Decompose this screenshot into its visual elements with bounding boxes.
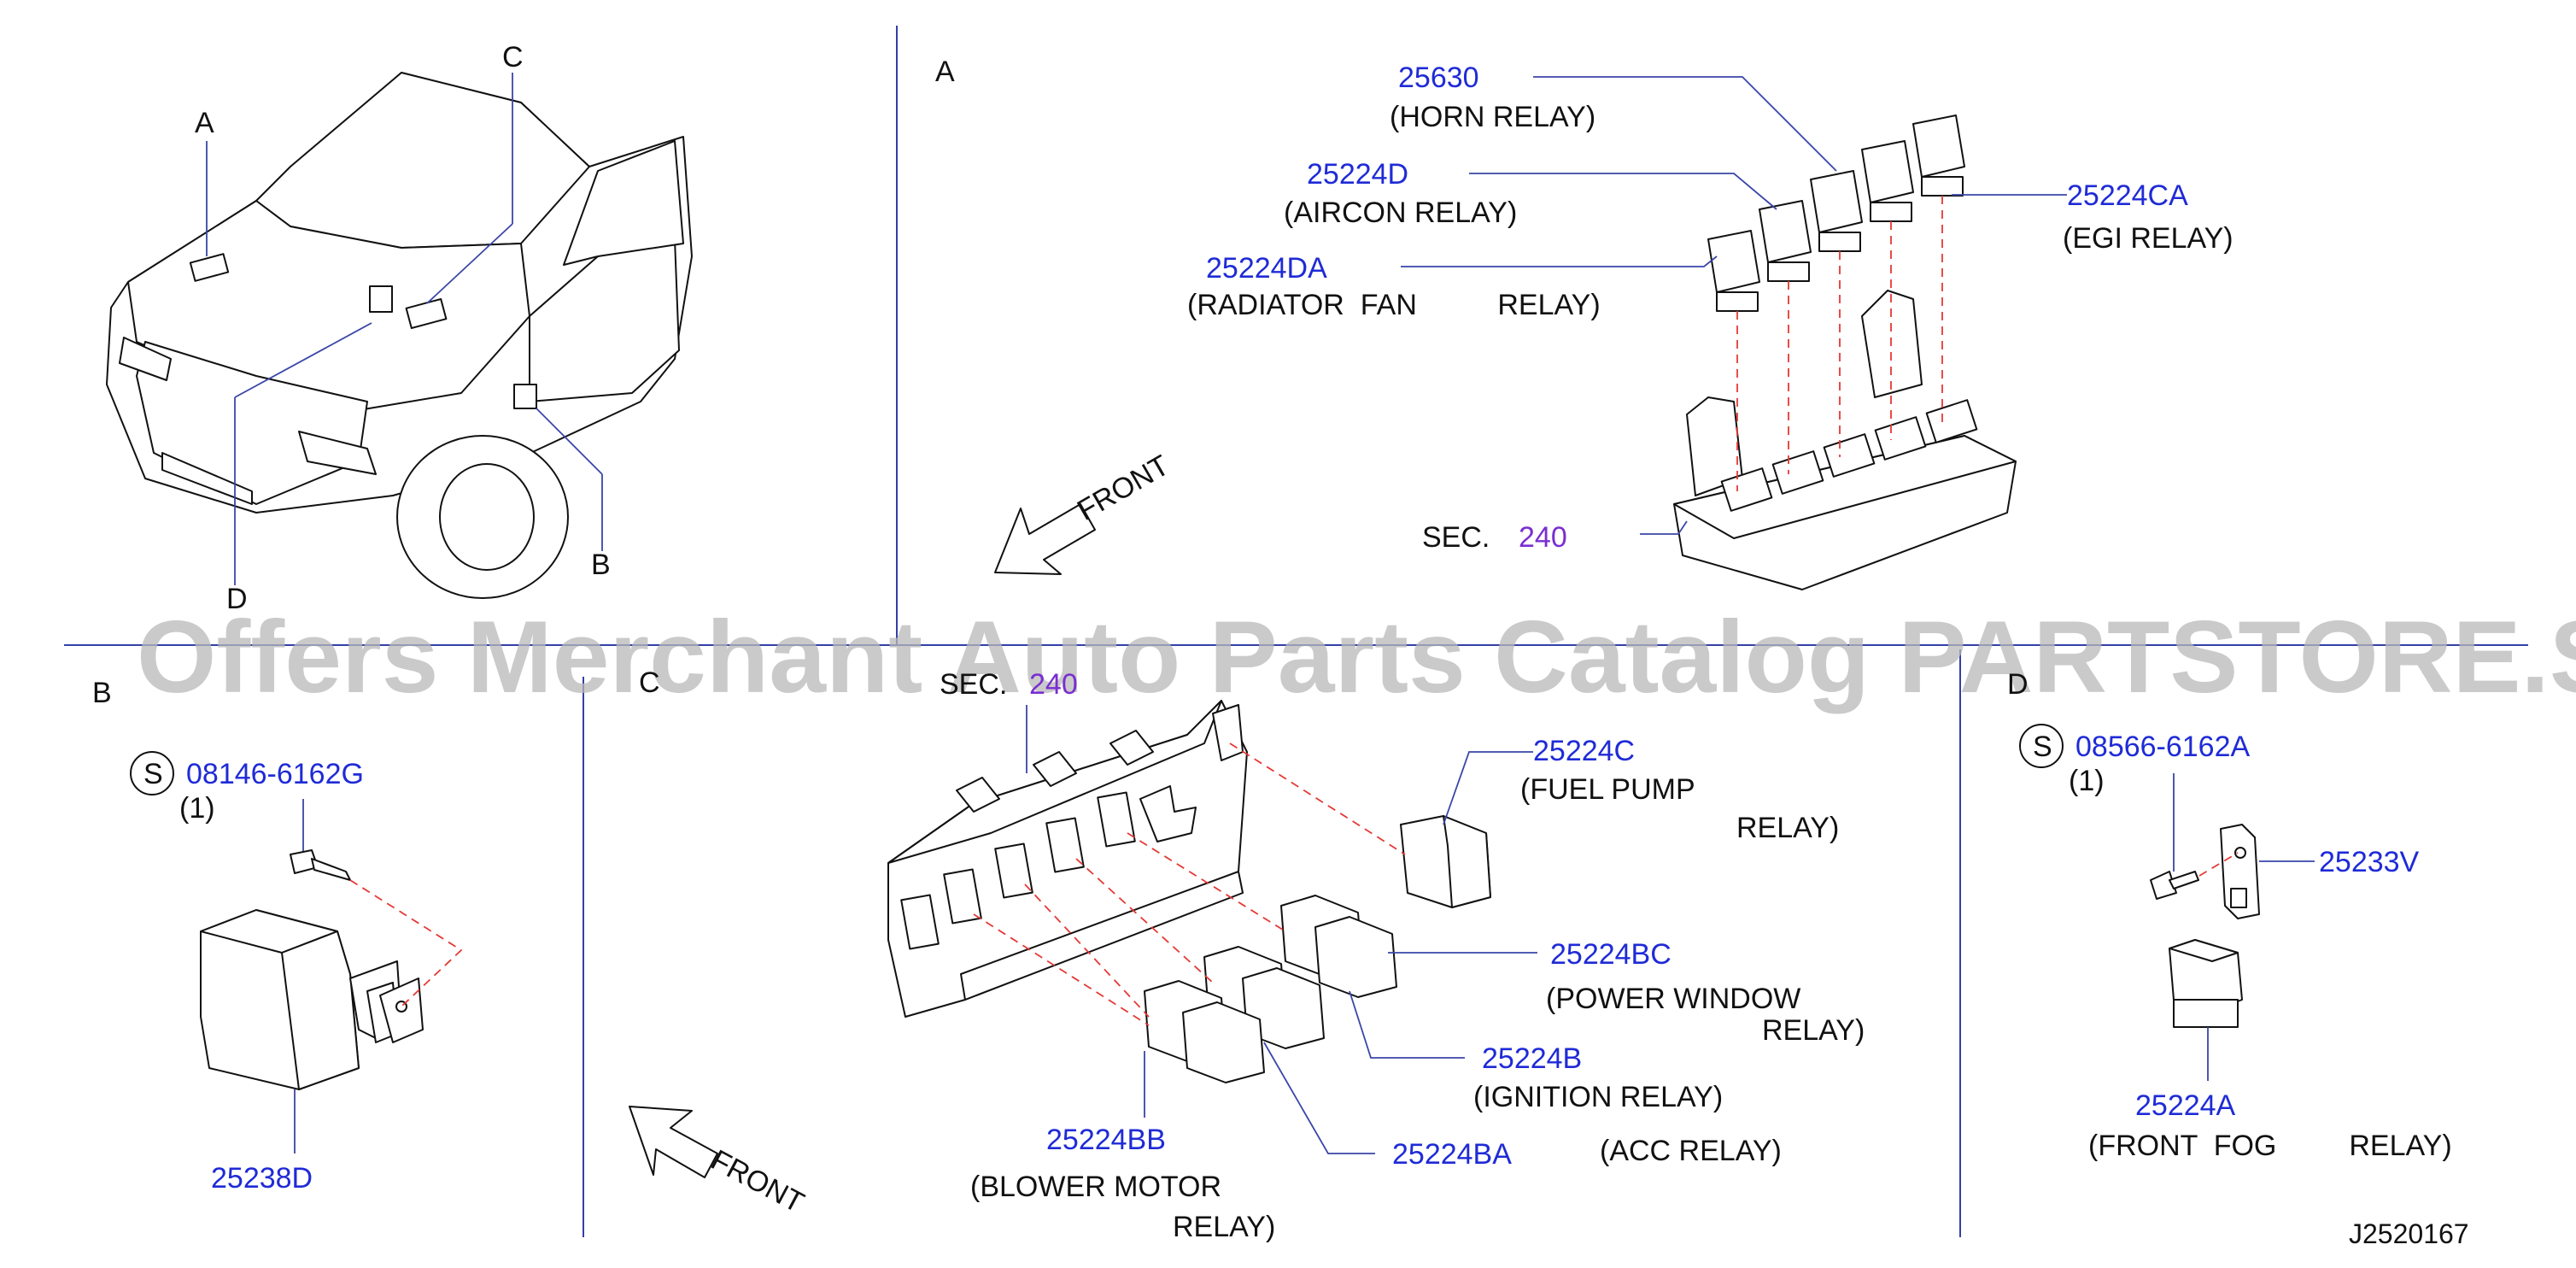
section-c-label: C [639, 666, 660, 699]
diagram-code: J2520167 [2349, 1218, 2469, 1249]
screw-d [2150, 773, 2199, 900]
part-number-25238d[interactable]: 25238D [211, 1162, 313, 1195]
car-callout-c: C [502, 41, 524, 73]
part-number-25224bb[interactable]: 25224BB [1046, 1124, 1166, 1156]
leaders-a [1401, 76, 2067, 535]
blower-motor-relay-label-2: RELAY) [1173, 1211, 1275, 1243]
part-number-25224ca[interactable]: 25224CA [2067, 179, 2188, 212]
screw-symbol-circle-b [130, 751, 174, 795]
front-arrow-c [629, 1106, 718, 1178]
fuel-pump-relay-label-2: RELAY) [1736, 812, 1839, 844]
ignition-relay-label: (IGNITION RELAY) [1473, 1081, 1723, 1113]
screw-symbol-circle-d [2019, 724, 2064, 768]
part-number-25224bc[interactable]: 25224BC [1550, 938, 1671, 971]
section-b-label: B [92, 677, 112, 709]
sec-prefix-c: SEC. [940, 668, 1007, 701]
front-label-a: FRONT [1072, 449, 1174, 526]
relay-b [200, 909, 424, 1090]
screw-symbol-b: S [143, 758, 163, 790]
car-callout-a: A [195, 107, 214, 139]
part-number-08566-6162a[interactable]: 08566-6162A [2075, 731, 2251, 763]
relay-alignment-lines-a [1736, 196, 1943, 491]
blower-motor-relay-label: (BLOWER MOTOR [970, 1171, 1221, 1203]
relay-box-c [887, 700, 1248, 1018]
relay-d [2169, 939, 2243, 1028]
screw-qty-b: (1) [179, 792, 215, 825]
car-callout-d: D [226, 583, 248, 615]
power-window-relay-label: (POWER WINDOW [1546, 983, 1800, 1015]
part-number-25224b[interactable]: 25224B [1482, 1042, 1582, 1075]
section-ref-240-c[interactable]: 240 [1029, 668, 1078, 701]
vehicle-illustration [106, 72, 693, 599]
part-number-25224da[interactable]: 25224DA [1206, 252, 1327, 285]
front-label-c: FRONT [705, 1144, 809, 1220]
relays-a [1707, 114, 1965, 312]
front-arrow-a [994, 503, 1096, 575]
fuel-pump-relay-label: (FUEL PUMP [1520, 773, 1695, 806]
bracket-d [2220, 824, 2260, 919]
aircon-relay-label: (AIRCON RELAY) [1284, 197, 1517, 229]
part-number-08146-6162g[interactable]: 08146-6162G [186, 758, 364, 790]
egi-relay-label: (EGI RELAY) [2063, 222, 2234, 255]
leaders-c [1026, 705, 1537, 1154]
car-callout-b: B [591, 549, 611, 581]
watermark: Offers Merchant Auto Parts Catalog PARTS… [137, 600, 2576, 714]
part-number-25233v[interactable]: 25233V [2319, 846, 2420, 878]
part-number-25224a[interactable]: 25224A [2135, 1089, 2236, 1122]
part-number-25224c[interactable]: 25224C [1533, 735, 1635, 767]
sec-prefix-a: SEC. [1422, 521, 1490, 554]
relay-alignment-lines-c [973, 743, 1406, 1026]
relay-box-a [1673, 290, 2017, 590]
screw-qty-d: (1) [2069, 765, 2105, 797]
section-dividers [64, 26, 2528, 1237]
screw-symbol-d: S [2033, 731, 2052, 763]
part-number-25224ba[interactable]: 25224BA [1392, 1138, 1512, 1171]
section-a-label: A [935, 56, 955, 88]
part-number-25224d[interactable]: 25224D [1307, 158, 1408, 191]
section-ref-240-a[interactable]: 240 [1519, 521, 1567, 554]
screw-b [290, 799, 351, 881]
relays-c [1144, 815, 1491, 1083]
front-fog-relay-label: (FRONT FOG RELAY) [2088, 1130, 2452, 1162]
acc-relay-label: (ACC RELAY) [1600, 1135, 1782, 1167]
power-window-relay-label-2: RELAY) [1762, 1014, 1865, 1047]
section-d-label: D [2007, 668, 2029, 701]
horn-relay-label: (HORN RELAY) [1390, 101, 1595, 133]
radiator-fan-relay-label: (RADIATOR FAN RELAY) [1187, 289, 1601, 321]
part-number-25630[interactable]: 25630 [1398, 62, 1479, 94]
